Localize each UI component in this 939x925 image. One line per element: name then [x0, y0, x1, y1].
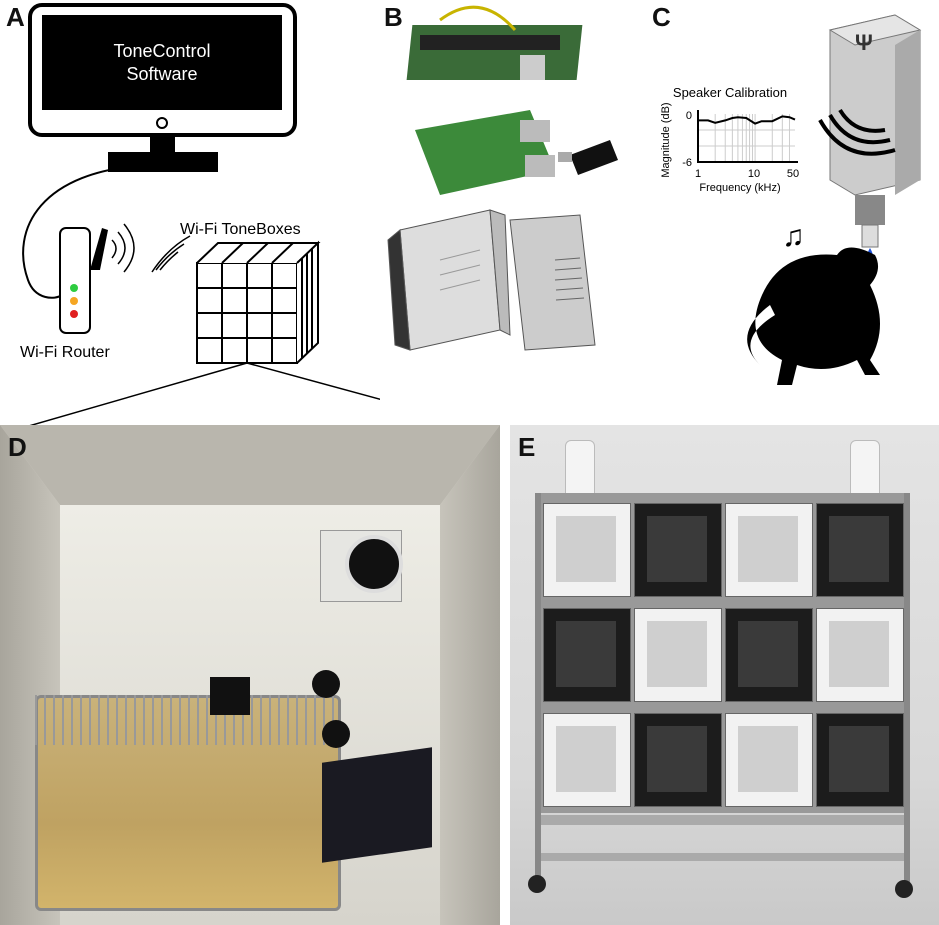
- photo-tonebox-rack: [510, 425, 939, 925]
- panel-label-a: A: [6, 2, 25, 32]
- ytick-0: 0: [686, 110, 692, 122]
- calibration-xlabel: Frequency (kHz): [699, 182, 780, 194]
- xtick-1: 10: [748, 168, 760, 180]
- music-note-icon: ♫: [782, 220, 805, 253]
- panel-a-diagram: ToneControl Software Wi-Fi Router Wi-Fi …: [12, 3, 380, 430]
- panel-label-b: B: [384, 2, 403, 32]
- wheel: [895, 880, 913, 898]
- nosepoke-device: Ψ: [818, 14, 922, 263]
- raspberry-pi-image: [415, 110, 555, 195]
- tonebox-unit: [725, 713, 813, 807]
- panel-label-d: D: [8, 432, 27, 462]
- tonebox-unit: [816, 608, 904, 702]
- speaker: [210, 677, 250, 715]
- amplifier-board-image: [406, 5, 583, 80]
- psi-logo: Ψ: [855, 30, 873, 55]
- water-bottle: [565, 440, 595, 497]
- panel-b-hardware: [387, 5, 618, 351]
- tonebox-cube: [196, 240, 321, 364]
- sound-waves-icon: [818, 108, 896, 156]
- wheel: [528, 875, 546, 893]
- wifi-signal-icon: [111, 223, 135, 273]
- calibration-curve: [698, 115, 796, 125]
- monitor-text-line1: ToneControl: [113, 41, 210, 61]
- monitor-text-line2: Software: [126, 64, 197, 84]
- calibration-chart: [697, 110, 798, 163]
- mouse-silhouette: [747, 247, 880, 385]
- photo-tonebox-interior: [0, 425, 500, 925]
- calibration-title: Speaker Calibration: [673, 85, 787, 100]
- tonebox-unit: [634, 713, 722, 807]
- wifi-signal-icon: [151, 235, 191, 273]
- tonebox-unit: [816, 503, 904, 597]
- panel-label-c: C: [652, 2, 671, 32]
- rack-shelves: [535, 493, 910, 813]
- tonebox-unit: [634, 608, 722, 702]
- water-bottle: [850, 440, 880, 497]
- tonebox-unit: [543, 503, 631, 597]
- toneboxes-label: Wi-Fi ToneBoxes: [180, 221, 301, 238]
- panel-c-diagram: Speaker Calibration Magnitude (dB) Frequ…: [660, 14, 922, 385]
- calibration-ylabel: Magnitude (dB): [660, 102, 672, 177]
- enclosure-case-image: [387, 209, 596, 351]
- tonebox-unit: [725, 608, 813, 702]
- usb-soundcard-image: [558, 140, 618, 175]
- tonebox-unit: [543, 608, 631, 702]
- xtick-2: 50: [787, 168, 799, 180]
- panel-label-e: E: [518, 432, 536, 462]
- ytick-1: -6: [682, 157, 692, 169]
- raspberry-pi-enclosure: [322, 747, 432, 863]
- xtick-0: 1: [695, 168, 701, 180]
- tonebox-unit: [634, 503, 722, 597]
- axes: [697, 110, 798, 163]
- zoom-lines: [12, 362, 380, 430]
- tonebox-unit: [543, 713, 631, 807]
- tonebox-unit: [725, 503, 813, 597]
- monitor: [28, 3, 297, 172]
- router-label: Wi-Fi Router: [20, 344, 110, 361]
- tonebox-unit: [816, 713, 904, 807]
- cable: [22, 164, 151, 299]
- router: [59, 223, 135, 334]
